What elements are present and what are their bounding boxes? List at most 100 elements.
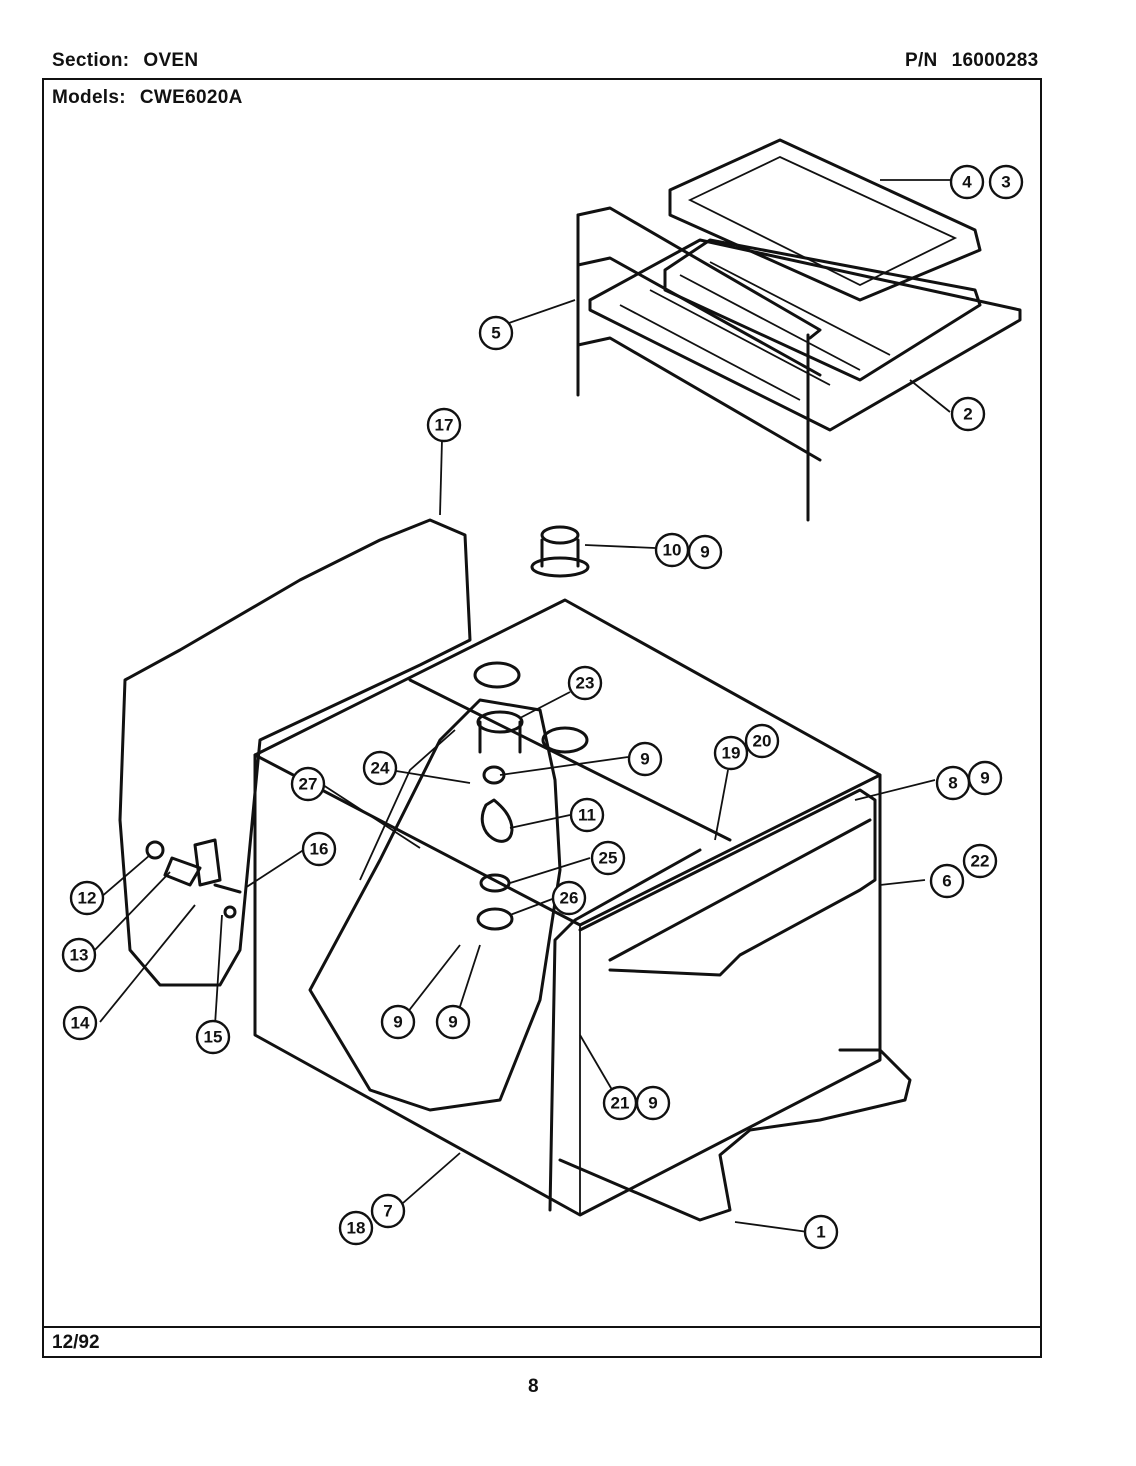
callout-4: 4 — [949, 164, 985, 200]
callout-number: 13 — [70, 946, 89, 965]
section-value: OVEN — [143, 50, 199, 71]
callout-number: 27 — [299, 775, 318, 794]
callout-13: 13 — [61, 937, 97, 973]
callout-circle — [744, 723, 780, 759]
callout-circle — [949, 164, 985, 200]
callout-6: 6 — [929, 863, 965, 899]
callout-circle — [567, 665, 603, 701]
callout-number: 10 — [663, 541, 682, 560]
callout-number: 23 — [576, 674, 595, 693]
callout-number: 19 — [722, 744, 741, 763]
callout-circle — [590, 840, 626, 876]
callout-circle — [627, 741, 663, 777]
callout-circle — [61, 937, 97, 973]
oven-rack — [576, 206, 1022, 522]
callout-3: 3 — [988, 164, 1024, 200]
callout-number: 9 — [648, 1094, 657, 1113]
callout-circle — [338, 1210, 374, 1246]
callout-24: 24 — [362, 750, 398, 786]
bake-element — [548, 848, 912, 1222]
callout-circle — [551, 880, 587, 916]
broiler-pan — [663, 138, 982, 382]
callout-number: 1 — [816, 1223, 825, 1242]
callout-number: 15 — [204, 1028, 223, 1047]
callout-2: 2 — [950, 396, 986, 432]
callout-9: 9 — [687, 534, 723, 570]
callout-number: 2 — [963, 405, 972, 424]
callout-17: 17 — [426, 407, 462, 443]
insulation-blanket — [118, 518, 472, 987]
callout-number: 5 — [491, 324, 500, 343]
callout-1: 1 — [803, 1214, 839, 1250]
callout-number: 14 — [71, 1014, 90, 1033]
callout-20: 20 — [744, 723, 780, 759]
callout-number: 16 — [310, 840, 329, 859]
callout-circle — [713, 735, 749, 771]
callout-circle — [301, 831, 337, 867]
callout-23: 23 — [567, 665, 603, 701]
oven-cavity — [253, 598, 882, 1217]
callout-9: 9 — [967, 760, 1003, 796]
callout-circle — [967, 760, 1003, 796]
callout-circle — [62, 1005, 98, 1041]
callout-circle — [380, 1004, 416, 1040]
callout-circle — [362, 750, 398, 786]
callout-circle — [195, 1019, 231, 1055]
callout-number: 21 — [611, 1094, 630, 1113]
vent-cap — [530, 525, 590, 578]
callout-circle — [426, 407, 462, 443]
pn-value: 16000283 — [951, 50, 1039, 71]
callout-number: 3 — [1001, 173, 1010, 192]
callout-22: 22 — [962, 843, 998, 879]
callout-number: 20 — [753, 732, 772, 751]
models-label: Models: — [52, 87, 126, 108]
section-label: Section: — [52, 50, 130, 71]
callout-number: 9 — [448, 1013, 457, 1032]
callout-9: 9 — [627, 741, 663, 777]
callout-number: 11 — [578, 806, 596, 825]
light-assembly — [476, 710, 524, 931]
callout-circle — [962, 843, 998, 879]
callout-circle — [478, 315, 514, 351]
callout-number: 18 — [347, 1219, 366, 1238]
callout-number: 25 — [599, 849, 618, 868]
broil-element — [578, 788, 877, 977]
callout-15: 15 — [195, 1019, 231, 1055]
callout-circle — [69, 880, 105, 916]
footer-divider — [42, 1326, 1042, 1328]
callout-circle — [435, 1004, 471, 1040]
diagram-frame — [42, 78, 1042, 1358]
callout-circle — [929, 863, 965, 899]
callout-number: 22 — [971, 852, 990, 871]
callout-19: 19 — [713, 735, 749, 771]
callout-circle — [635, 1085, 671, 1121]
pn-label: P/N — [905, 50, 938, 71]
oven-door-gasket — [308, 698, 562, 1112]
callout-7: 7 — [370, 1193, 406, 1229]
callout-circle — [988, 164, 1024, 200]
callout-number: 7 — [383, 1202, 392, 1221]
callout-circle — [290, 766, 326, 802]
callout-16: 16 — [301, 831, 337, 867]
callout-circle — [687, 534, 723, 570]
callout-circle — [370, 1193, 406, 1229]
callout-9: 9 — [635, 1085, 671, 1121]
callout-number: 17 — [435, 416, 454, 435]
callout-number: 12 — [78, 889, 97, 908]
models-heading: Models:CWE6020A — [52, 87, 243, 109]
callout-14: 14 — [62, 1005, 98, 1041]
callout-25: 25 — [590, 840, 626, 876]
revision-date: 12/92 — [52, 1332, 100, 1353]
callout-number: 4 — [962, 173, 972, 192]
callout-number: 9 — [700, 543, 709, 562]
leader-lines — [89, 179, 955, 1233]
callout-9: 9 — [435, 1004, 471, 1040]
callout-27: 27 — [290, 766, 326, 802]
callout-circle — [803, 1214, 839, 1250]
callout-number: 9 — [980, 769, 989, 788]
callout-number: 9 — [640, 750, 649, 769]
callout-number: 6 — [942, 872, 951, 891]
page-number: 8 — [528, 1376, 539, 1397]
